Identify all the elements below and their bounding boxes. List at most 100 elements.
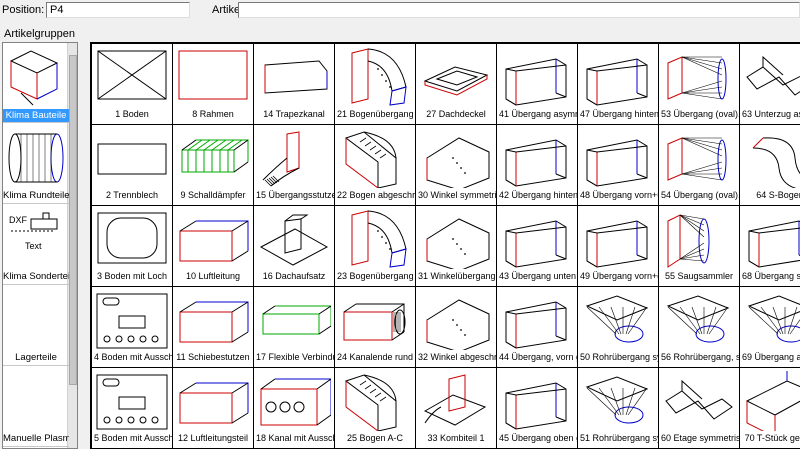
- article-tile[interactable]: 64 S-Bogen: [740, 125, 800, 205]
- article-label: 51 Rohrübergang sym...: [580, 433, 658, 443]
- silencer-icon: [181, 139, 249, 173]
- article-label: 63 Unterzug asymme...: [742, 109, 800, 119]
- article-label: 9 Schalldämpfer: [180, 190, 246, 200]
- group-item-label: Lagerteile: [15, 352, 57, 363]
- article-label: 56 Rohrübergang, sc...: [661, 352, 739, 362]
- group-item[interactable]: Klima Rundteile: [3, 124, 69, 204]
- position-input[interactable]: P4: [46, 2, 190, 18]
- article-tile[interactable]: 45 Übergang oben g...: [497, 368, 577, 448]
- group-scrollbar-thumb[interactable]: [69, 55, 77, 385]
- pipe-transition-icon: [666, 295, 730, 343]
- group-item[interactable]: Manuelle Plasmat...: [3, 367, 69, 447]
- group-item-label: Manuelle Plasmat...: [3, 433, 69, 444]
- group-scrollbar[interactable]: [67, 43, 77, 448]
- article-label: 47 Übergang hinten+...: [580, 109, 658, 119]
- article-label: 21 Bogenübergang: [337, 109, 414, 119]
- article-label: 49 Übergang vorn+o...: [580, 271, 658, 281]
- pipe-transition-icon: [585, 295, 649, 343]
- article-tile[interactable]: 21 Bogenübergang: [335, 44, 415, 124]
- floor-hole-icon: [97, 212, 167, 264]
- article-tile[interactable]: 14 Trapezkanal: [254, 44, 334, 124]
- header-bar: Position: P4 Artikel:: [0, 0, 800, 20]
- article-tile[interactable]: 60 Etage symmetrisch: [659, 368, 739, 448]
- article-tile[interactable]: 70 T-Stück gera...: [740, 368, 800, 448]
- article-tile[interactable]: 4 Boden mit Ausschnit: [92, 287, 172, 367]
- angle-icon: [426, 299, 490, 350]
- flexible-connection-icon: [262, 305, 331, 335]
- article-tile[interactable]: 63 Unterzug asymme...: [740, 44, 800, 124]
- article-tile[interactable]: 24 Kanalende rund: [335, 287, 415, 367]
- article-tile[interactable]: 27 Dachdeckel: [416, 44, 496, 124]
- article-label: 32 Winkel abgeschrägt: [418, 352, 496, 362]
- article-tile[interactable]: 9 Schalldämpfer: [173, 125, 253, 205]
- article-tile[interactable]: 22 Bogen abgeschrägt: [335, 125, 415, 205]
- article-tile[interactable]: 54 Übergang (oval), a...: [659, 125, 739, 205]
- article-tile[interactable]: 50 Rohrübergang sy...: [578, 287, 658, 367]
- article-tile[interactable]: 12 Luftleitungsteil: [173, 368, 253, 448]
- article-tile[interactable]: 31 Winkelübergang: [416, 206, 496, 286]
- duct-icon: [179, 220, 249, 262]
- article-tile[interactable]: 69 Übergang allge...: [740, 287, 800, 367]
- floor-cutout-icon: [96, 293, 168, 349]
- transition-icon: [505, 58, 567, 106]
- article-tile[interactable]: 56 Rohrübergang, sc...: [659, 287, 739, 367]
- article-label: 53 Übergang (oval), s...: [661, 109, 739, 119]
- article-tile[interactable]: 3 Boden mit Loch: [92, 206, 172, 286]
- article-tile[interactable]: 33 Kombiteil 1: [416, 368, 496, 448]
- article-tile[interactable]: 49 Übergang vorn+o...: [578, 206, 658, 286]
- duct-end-round-icon: [343, 303, 406, 341]
- article-tile[interactable]: 68 Übergang sch...: [740, 206, 800, 286]
- article-tile[interactable]: 23 Bogenübergang al...: [335, 206, 415, 286]
- article-tile[interactable]: 11 Schiebestutzen: [173, 287, 253, 367]
- article-input[interactable]: [238, 2, 800, 18]
- text-icon-text: Text: [25, 241, 42, 251]
- article-tile[interactable]: 2 Trennblech: [92, 125, 172, 205]
- article-tile[interactable]: 10 Luftleitung: [173, 206, 253, 286]
- article-tile[interactable]: 42 Übergang hinten g...: [497, 125, 577, 205]
- article-label: 3 Boden mit Loch: [96, 271, 168, 281]
- article-tile[interactable]: 17 Flexible Verbindung: [254, 287, 334, 367]
- article-tile[interactable]: 15 Übergangsstutzen: [254, 125, 334, 205]
- article-tile[interactable]: 8 Rahmen: [173, 44, 253, 124]
- article-label: 33 Kombiteil 1: [427, 433, 485, 443]
- article-tile[interactable]: 16 Dachaufsatz: [254, 206, 334, 286]
- group-item[interactable]: Lagerteile: [3, 286, 69, 366]
- article-label: 48 Übergang vorn+u...: [580, 190, 658, 200]
- article-label: 15 Übergangsstutzen: [256, 190, 334, 200]
- article-tile[interactable]: 48 Übergang vorn+u...: [578, 125, 658, 205]
- article-label: 41 Übergang asymme...: [499, 109, 577, 119]
- article-tile[interactable]: 51 Rohrübergang sym...: [578, 368, 658, 448]
- article-label: 14 Trapezkanal: [263, 109, 325, 119]
- article-tile[interactable]: 18 Kanal mit Ausschnitt: [254, 368, 334, 448]
- article-tile[interactable]: 55 Saugsammler: [659, 206, 739, 286]
- article-label: 5 Boden mit Ausschni...: [94, 433, 172, 443]
- article-tile[interactable]: 5 Boden mit Ausschni...: [92, 368, 172, 448]
- bend-icon: [344, 131, 397, 188]
- t-piece-icon: [745, 371, 800, 431]
- article-tile[interactable]: 41 Übergang asymme...: [497, 44, 577, 124]
- article-tile[interactable]: 43 Übergang unten g...: [497, 206, 577, 286]
- article-label: 1 Boden: [115, 109, 149, 119]
- round-duct-icon: [8, 133, 64, 183]
- article-label: Artikel:: [212, 4, 246, 16]
- frame-icon: [178, 50, 248, 100]
- article-tile[interactable]: 47 Übergang hinten+...: [578, 44, 658, 124]
- oval-transition-icon: [667, 137, 727, 181]
- article-label: 44 Übergang, vorn g...: [499, 352, 577, 362]
- article-label: 42 Übergang hinten g...: [499, 190, 577, 200]
- article-tile[interactable]: 44 Übergang, vorn g...: [497, 287, 577, 367]
- pipe-transition-icon: [585, 376, 649, 424]
- article-tile[interactable]: 1 Boden: [92, 44, 172, 124]
- article-tile[interactable]: 53 Übergang (oval), s...: [659, 44, 739, 124]
- article-tile[interactable]: 25 Bogen A-C: [335, 368, 415, 448]
- transition-icon: [586, 139, 648, 187]
- article-label: 2 Trennblech: [105, 190, 159, 200]
- article-tile[interactable]: 30 Winkel symmetrisch: [416, 125, 496, 205]
- floor-cutout-icon: [96, 374, 168, 430]
- bend-transition-icon: [351, 210, 407, 268]
- article-tile[interactable]: 32 Winkel abgeschrägt: [416, 287, 496, 367]
- group-item[interactable]: Klima Bauteile: [3, 43, 69, 123]
- article-label: 17 Flexible Verbindung: [256, 352, 334, 362]
